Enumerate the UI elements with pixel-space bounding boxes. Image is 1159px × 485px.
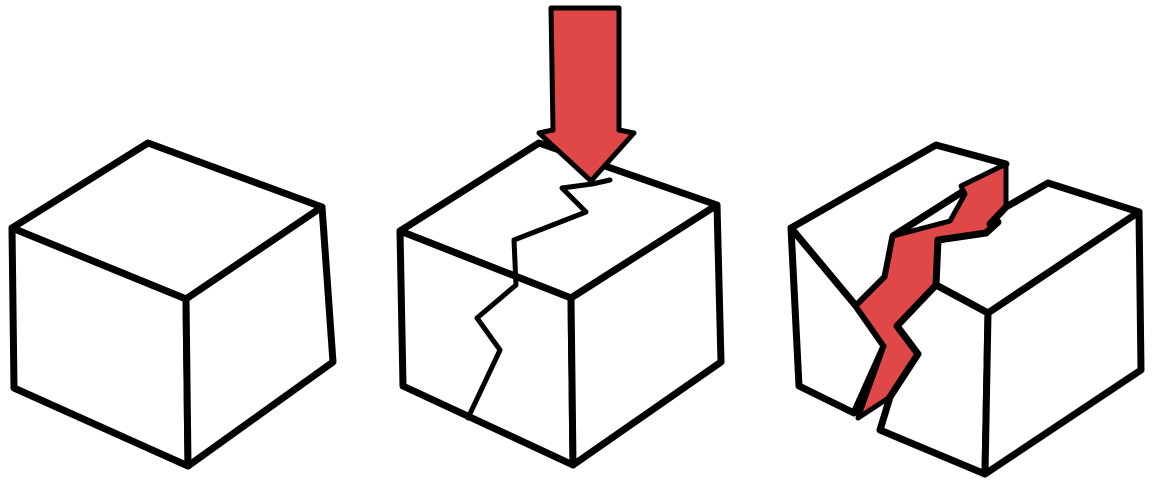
split-cube-right-fragment-top	[932, 179, 1143, 317]
force-arrow-icon	[536, 5, 637, 184]
intact-cube	[8, 139, 337, 470]
impact-cube-right-face	[567, 201, 725, 469]
split-cube-left-fragment-side	[787, 224, 888, 417]
crack-line	[465, 177, 613, 421]
split-cube	[787, 141, 1145, 478]
impact-cube	[396, 5, 725, 469]
split-cube-right-fragment-side	[981, 208, 1145, 478]
intact-cube-right-face	[182, 203, 337, 470]
